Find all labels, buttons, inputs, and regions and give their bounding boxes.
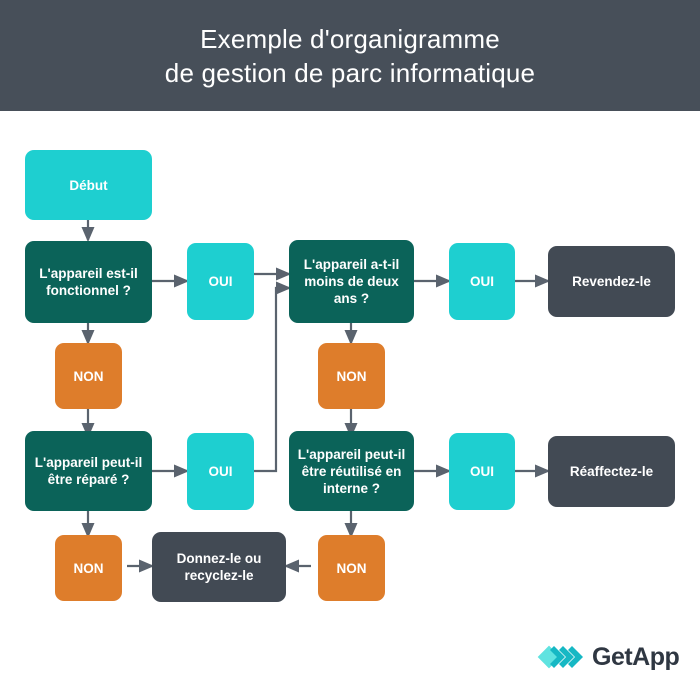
node-reassign-label: Réaffectez-le [569,464,654,479]
node-q-reusable[interactable]: L'appareil peut-il être réutilisé en int… [289,431,414,511]
node-q-functional[interactable]: L'appareil est-il fonctionnel ? [25,241,152,323]
node-q-repairable[interactable]: L'appareil peut-il être réparé ? [25,431,152,511]
node-no-reusable-label: NON [336,560,367,576]
node-q-less-two-years-label: L'appareil a-t-il moins de deux ans ? [303,257,400,306]
node-yes-functional[interactable]: OUI [187,243,254,320]
node-resell-label: Revendez-le [572,274,651,289]
node-yes-repairable-label: OUI [208,464,233,479]
getapp-logo-text: GetApp [592,642,680,671]
node-yes-functional-label: OUI [208,274,233,289]
getapp-logo-mark-icon [537,645,583,669]
node-no-functional-label: NON [73,368,104,384]
node-yes-reusable-label: OUI [469,464,494,479]
node-yes-less-two-years-label: OUI [469,274,494,289]
node-no-repairable[interactable]: NON [55,535,122,601]
node-no-functional[interactable]: NON [55,343,122,409]
edge-yes-repairable-to-q-two-years [254,281,292,473]
node-reassign[interactable]: Réaffectez-le [548,436,675,507]
node-donate[interactable]: Donnez-le ou recyclez-le [152,532,286,602]
flowchart-canvas: Début L'appareil est-il fonctionnel ? OU… [0,111,700,700]
page-title-line-1: Exemple d'organigramme [200,23,500,54]
node-no-repairable-label: NON [73,560,104,576]
node-start-label: Début [69,177,108,193]
flowchart-connectors [81,220,551,573]
getapp-logo: GetApp [534,638,684,676]
node-q-reusable-label: L'appareil peut-il être réutilisé en int… [297,446,406,496]
node-q-repairable-label: L'appareil peut-il être réparé ? [34,455,143,487]
node-q-functional-label: L'appareil est-il fonctionnel ? [39,266,138,298]
node-q-less-two-years[interactable]: L'appareil a-t-il moins de deux ans ? [289,240,414,323]
node-yes-reusable[interactable]: OUI [449,433,515,510]
node-resell[interactable]: Revendez-le [548,246,675,317]
node-donate-label: Donnez-le ou recyclez-le [176,551,262,583]
page-header: Exemple d'organigramme de gestion de par… [0,0,700,111]
node-yes-less-two-years[interactable]: OUI [449,243,515,320]
node-no-less-two-years[interactable]: NON [318,343,385,409]
node-yes-repairable[interactable]: OUI [187,433,254,510]
node-start[interactable]: Début [25,150,152,220]
node-no-less-two-years-label: NON [336,368,367,384]
node-no-reusable[interactable]: NON [318,535,385,601]
page-title-line-2: de gestion de parc informatique [164,57,536,88]
